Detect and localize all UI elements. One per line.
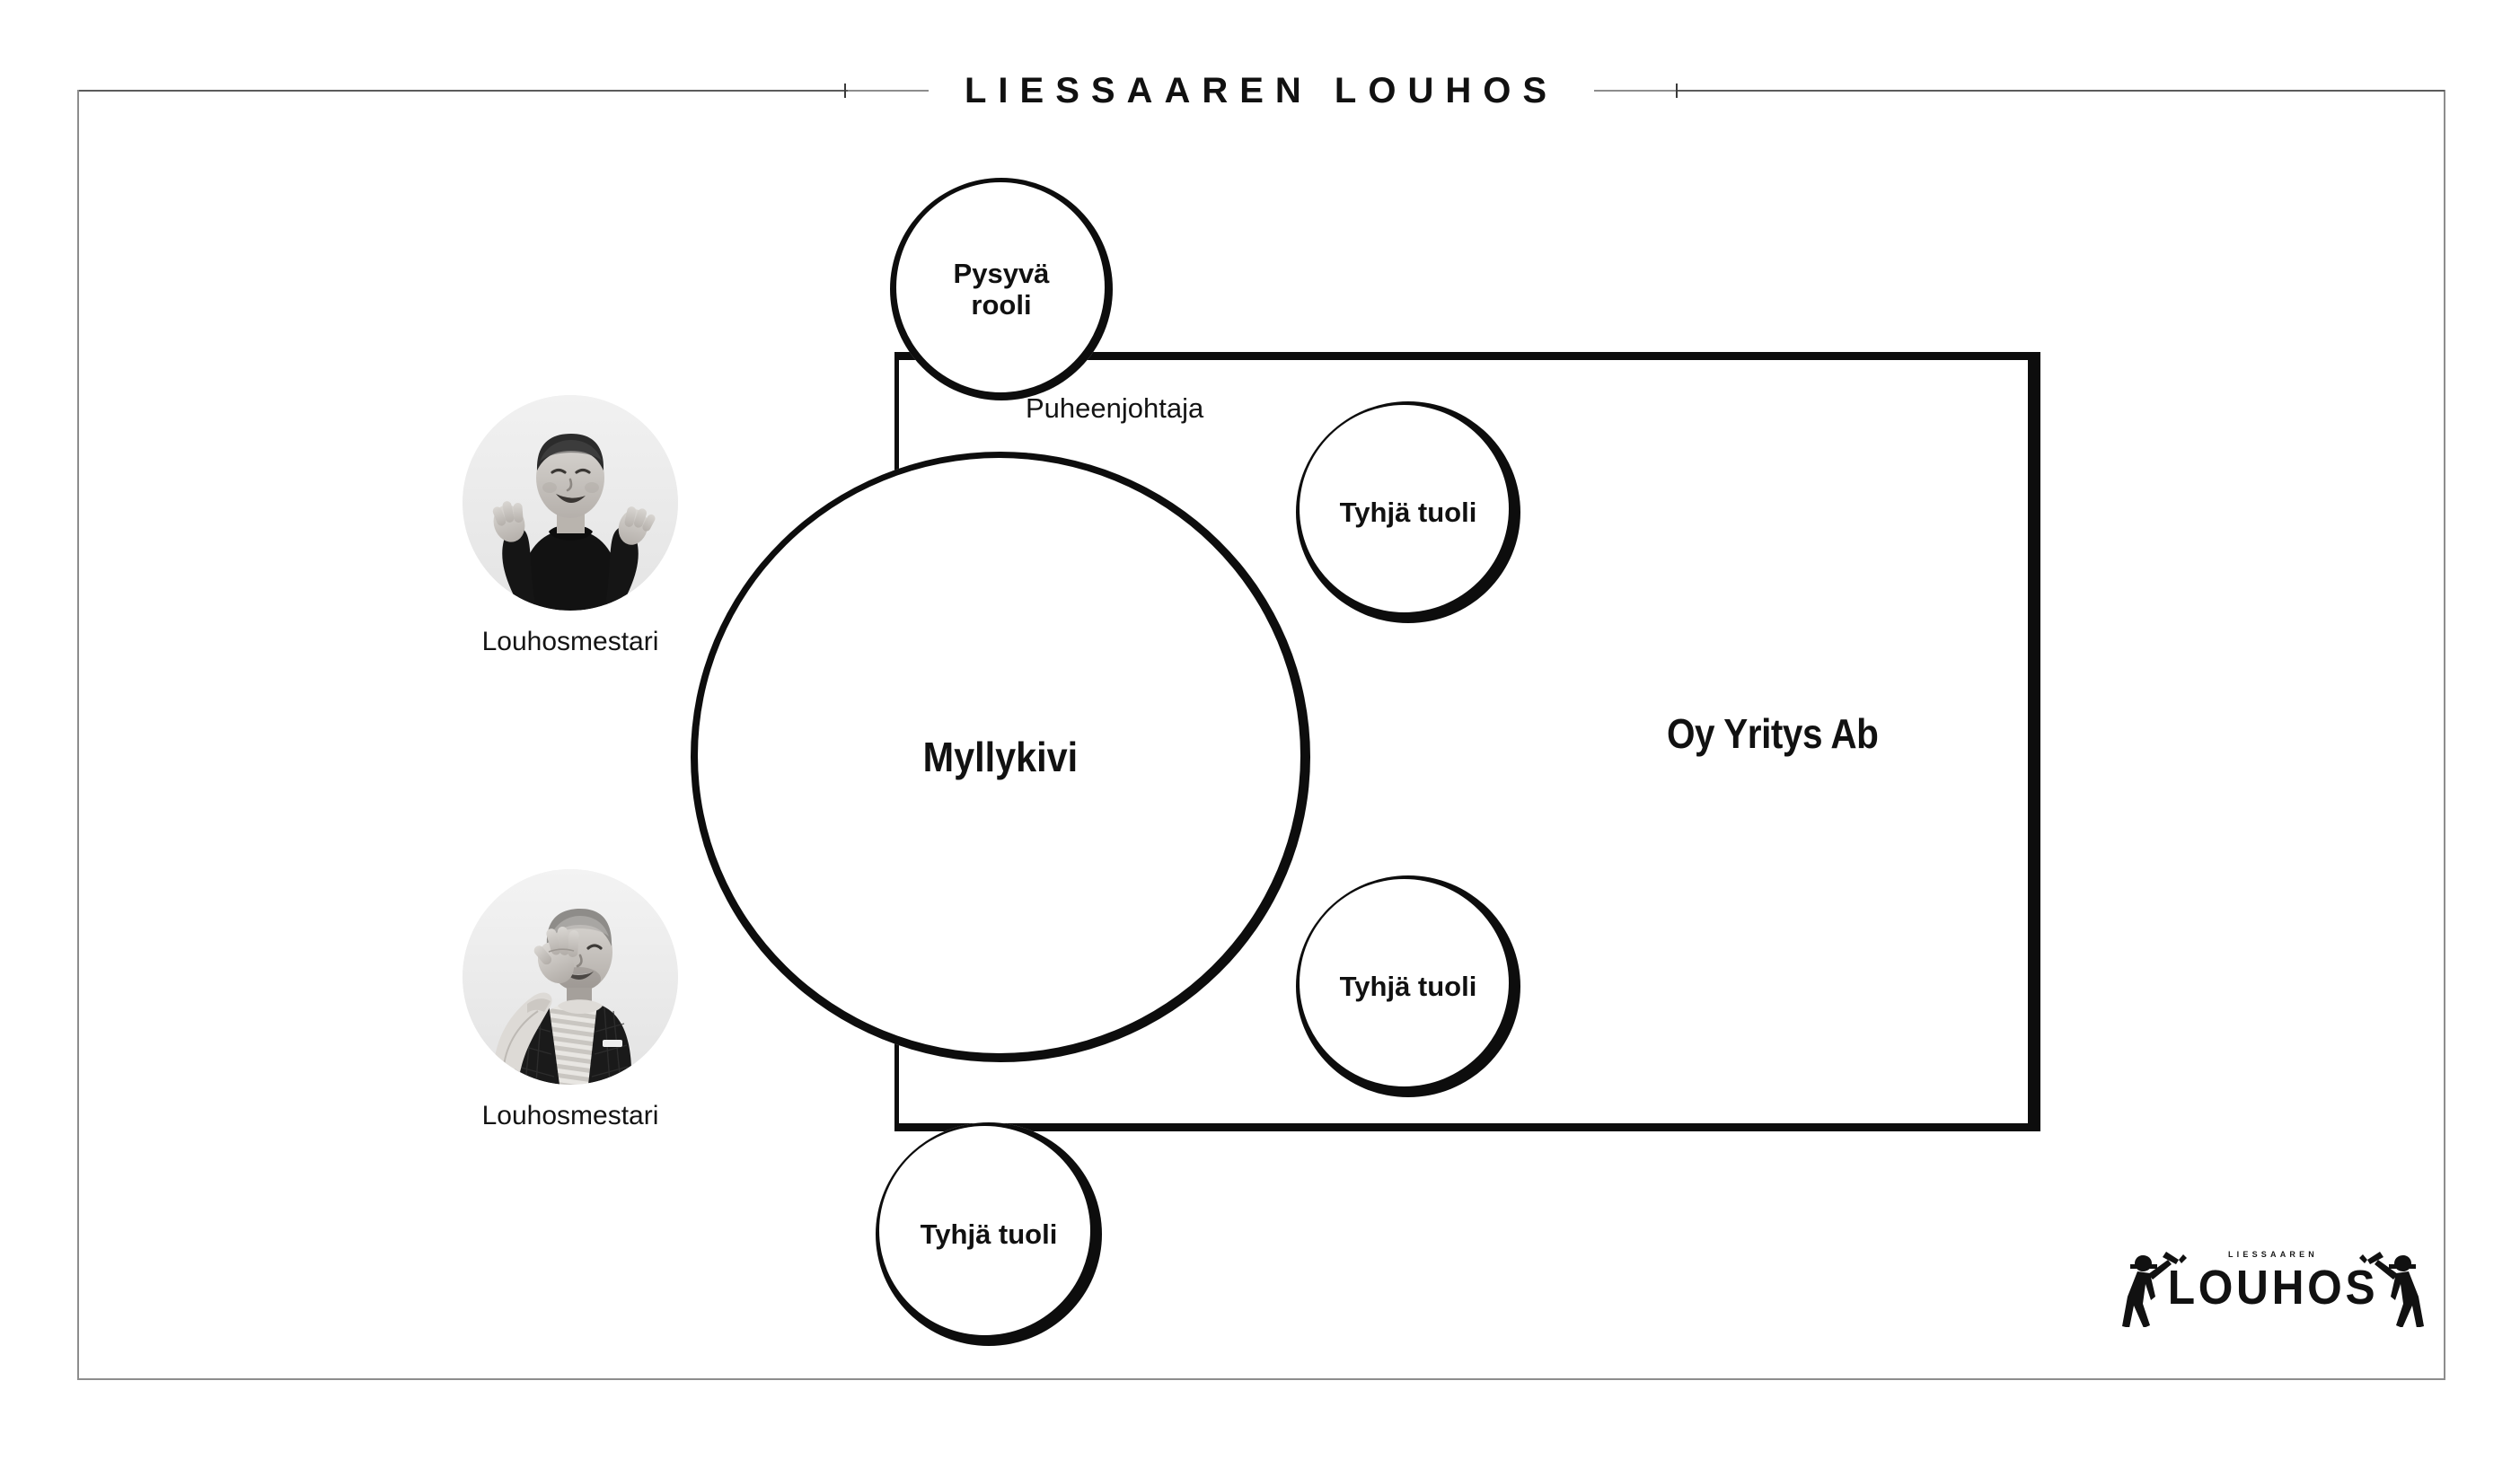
- node-empty-chair-2-label: Tyhjä tuoli: [1339, 970, 1477, 1002]
- brand-logo: LIESSAAREN LOUHOS: [2116, 1245, 2430, 1327]
- node-empty-chair-3-label: Tyhjä tuoli: [920, 1218, 1058, 1250]
- node-millstone-label: Myllykivi: [922, 734, 1079, 780]
- header-rule-right: [1676, 90, 2445, 92]
- person-1-caption: Louhosmestari: [481, 627, 659, 656]
- node-permanent-role-line1: Pysyvä: [953, 257, 1050, 289]
- logo-small-text: LIESSAAREN: [2228, 1250, 2318, 1259]
- avatar-person-1: [463, 395, 678, 611]
- node-empty-chair-3[interactable]: Tyhjä tuoli: [876, 1122, 1102, 1346]
- header-rule-left-cap: [844, 84, 846, 98]
- miner-with-pickaxe-icon-right: [2359, 1252, 2424, 1327]
- avatar-person-2: [463, 869, 678, 1085]
- company-name-label: Oy Yritys Ab: [1667, 710, 1879, 757]
- person-card-1[interactable]: Louhosmestari: [463, 395, 678, 657]
- person-2-caption: Louhosmestari: [481, 1101, 659, 1130]
- chairman-role-label: Puheenjohtaja: [1026, 392, 1204, 424]
- person-card-2[interactable]: Louhosmestari: [463, 869, 678, 1131]
- node-permanent-role[interactable]: Pysyvä rooli: [890, 178, 1113, 400]
- node-permanent-role-label: Pysyvä rooli: [954, 258, 1050, 321]
- miner-with-pickaxe-icon-left: [2122, 1252, 2187, 1327]
- header-rule-right-cap: [1676, 84, 1678, 98]
- node-permanent-role-line2: rooli: [971, 289, 1032, 321]
- node-empty-chair-1-label: Tyhjä tuoli: [1339, 496, 1477, 528]
- logo-main-text: LOUHOS: [2168, 1260, 2379, 1314]
- header-rule-left: [79, 90, 848, 92]
- node-millstone[interactable]: Myllykivi: [691, 452, 1310, 1062]
- node-empty-chair-1[interactable]: Tyhjä tuoli: [1296, 401, 1520, 623]
- node-empty-chair-2[interactable]: Tyhjä tuoli: [1296, 875, 1520, 1097]
